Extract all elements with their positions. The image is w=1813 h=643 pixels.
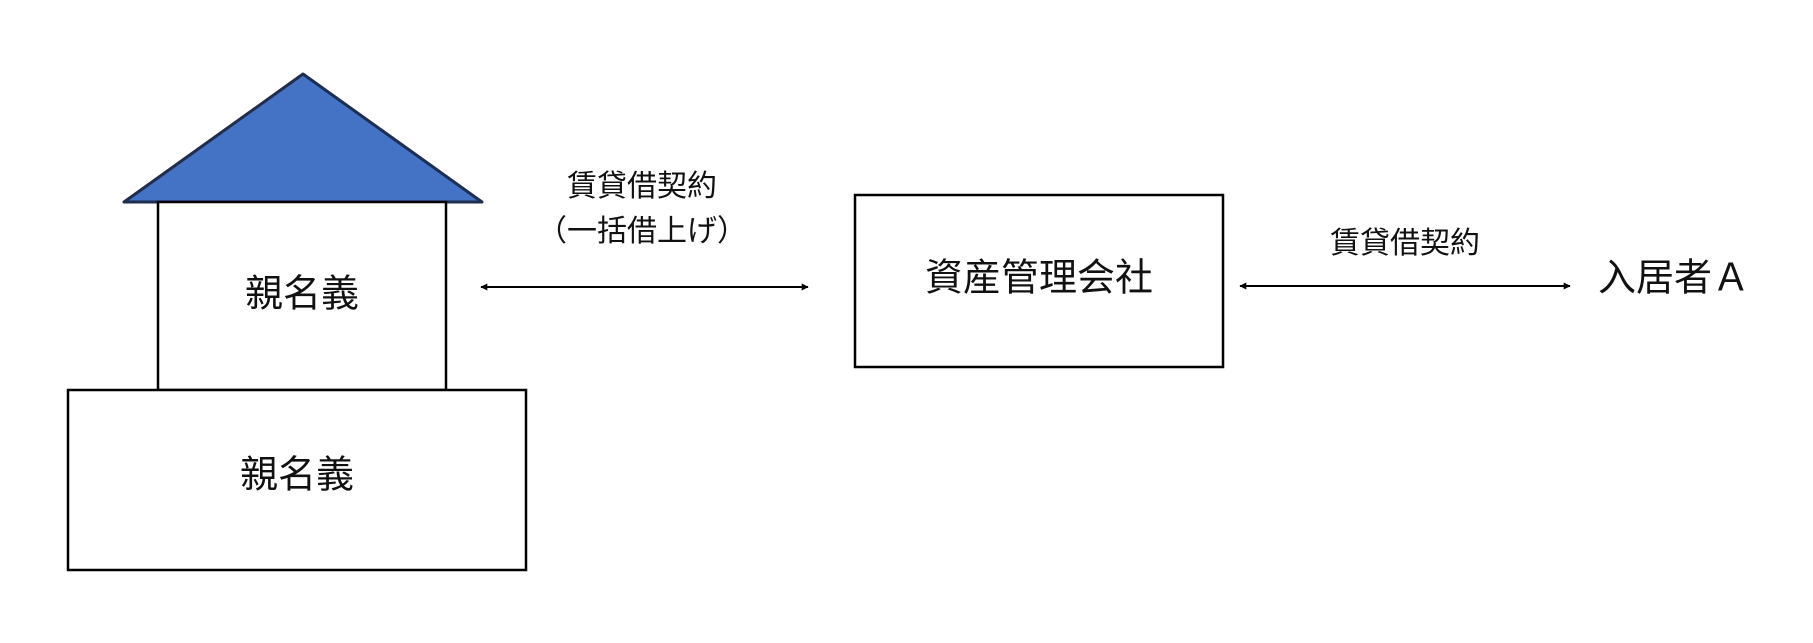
tenant-label: 入居者Ａ <box>1598 256 1750 300</box>
contract-left-line1: 賃貸借契約 <box>567 169 717 204</box>
company-label: 資産管理会社 <box>925 256 1153 300</box>
house-upper-label: 親名義 <box>245 272 359 316</box>
house-lower-box <box>66 388 528 572</box>
house-upper-box <box>156 200 448 392</box>
house-lower-label: 親名義 <box>240 453 354 497</box>
contract-left-line2: （一括借上げ） <box>537 214 747 249</box>
company-box <box>853 193 1225 369</box>
contract-right-line1: 賃貸借契約 <box>1330 226 1480 261</box>
house-roof <box>122 72 484 204</box>
